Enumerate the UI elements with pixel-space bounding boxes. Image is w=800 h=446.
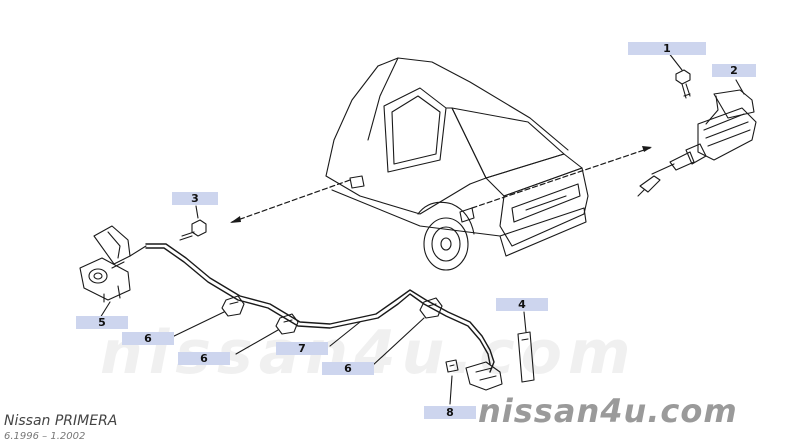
- callout-8[interactable]: 8: [424, 406, 476, 419]
- leader-3: [195, 205, 199, 219]
- leader-1: [667, 51, 683, 71]
- callout-6-b[interactable]: 6: [178, 352, 230, 365]
- part-5-bracket: [79, 225, 147, 303]
- pointer-arrowheads: [230, 146, 652, 223]
- part-6-clip-a: [221, 295, 245, 317]
- part-1-bolt: [675, 69, 691, 99]
- part-2-actuator: [637, 89, 757, 197]
- vehicle-illustration: [325, 57, 589, 271]
- leader-4: [523, 311, 527, 333]
- model-years: 6.1996 – 1.2002: [4, 431, 86, 442]
- callout-7[interactable]: 7: [276, 342, 328, 355]
- callout-1[interactable]: 1: [628, 42, 706, 55]
- brand-logo-text: nissan4u.com: [478, 392, 738, 430]
- leaders-6: [169, 311, 425, 367]
- model-name: Nissan PRIMERA: [4, 413, 118, 429]
- callout-3[interactable]: 3: [172, 192, 218, 205]
- release-handle: [465, 361, 503, 391]
- part-6-clip-b: [275, 313, 299, 335]
- leader-7: [329, 321, 361, 347]
- part-4-pad: [517, 331, 535, 383]
- pointer-lines: [231, 147, 651, 223]
- part-8-clip: [445, 359, 459, 373]
- part-7-cable: [145, 243, 495, 373]
- callout-2[interactable]: 2: [712, 64, 756, 77]
- callout-5[interactable]: 5: [76, 316, 128, 329]
- leader-5: [99, 301, 111, 319]
- part-6-clip-c: [419, 297, 443, 319]
- callout-6-c[interactable]: 6: [322, 362, 374, 375]
- part-3-bolt: [179, 219, 207, 241]
- callout-4[interactable]: 4: [496, 298, 548, 311]
- callout-6-a[interactable]: 6: [122, 332, 174, 345]
- leader-8: [449, 375, 453, 405]
- leader-2: [735, 79, 745, 95]
